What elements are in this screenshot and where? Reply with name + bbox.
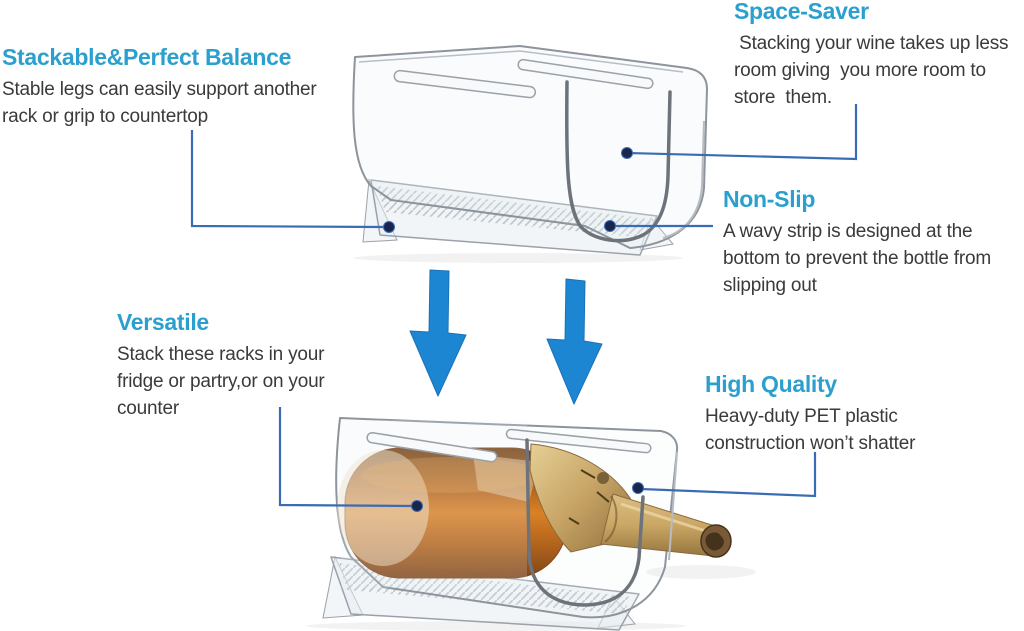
neck-shadow — [646, 565, 756, 579]
annotation-body: Heavy-duty PET plastic construction won’… — [705, 406, 916, 454]
rim-handle-slot — [393, 69, 537, 99]
empty-rack-photo — [352, 45, 708, 263]
bottle-cradle-opening — [564, 80, 672, 243]
rack-tub — [352, 45, 708, 249]
loaded-rack-photo — [306, 417, 756, 631]
annotation-body: A wavy strip is designed at the bottom t… — [723, 221, 991, 296]
annotation-title: Stackable&Perfect Balance — [2, 44, 292, 70]
annotation-stackable: Stackable&Perfect Balance Stable legs ca… — [2, 44, 374, 130]
annotation-space-saver: Space-Saver Stacking your wine takes up … — [734, 0, 1024, 111]
down-arrow-right — [546, 278, 603, 405]
annotation-title: High Quality — [705, 371, 837, 397]
rim-handle-slot — [505, 428, 652, 454]
rim-handle-slot — [517, 58, 654, 90]
bottle-label — [473, 454, 539, 502]
bottle-cradle-opening — [525, 438, 645, 607]
annotation-title: Non-Slip — [723, 186, 816, 212]
annotation-non-slip: Non-Slip A wavy strip is designed at the… — [723, 186, 1024, 299]
annotation-body: Stacking your wine takes up less room gi… — [734, 33, 1009, 108]
rack-shadow — [353, 253, 683, 263]
annotation-body: Stack these racks in your fridge or part… — [117, 344, 325, 419]
annotation-high-quality: High Quality Heavy-duty PET plastic cons… — [705, 371, 1005, 457]
annotation-title: Versatile — [117, 309, 209, 335]
down-arrow-left — [409, 269, 467, 397]
annotation-body: Stable legs can easily support another r… — [2, 79, 317, 127]
annotation-versatile: Versatile Stack these racks in your frid… — [117, 309, 379, 422]
annotation-title: Space-Saver — [734, 0, 869, 24]
